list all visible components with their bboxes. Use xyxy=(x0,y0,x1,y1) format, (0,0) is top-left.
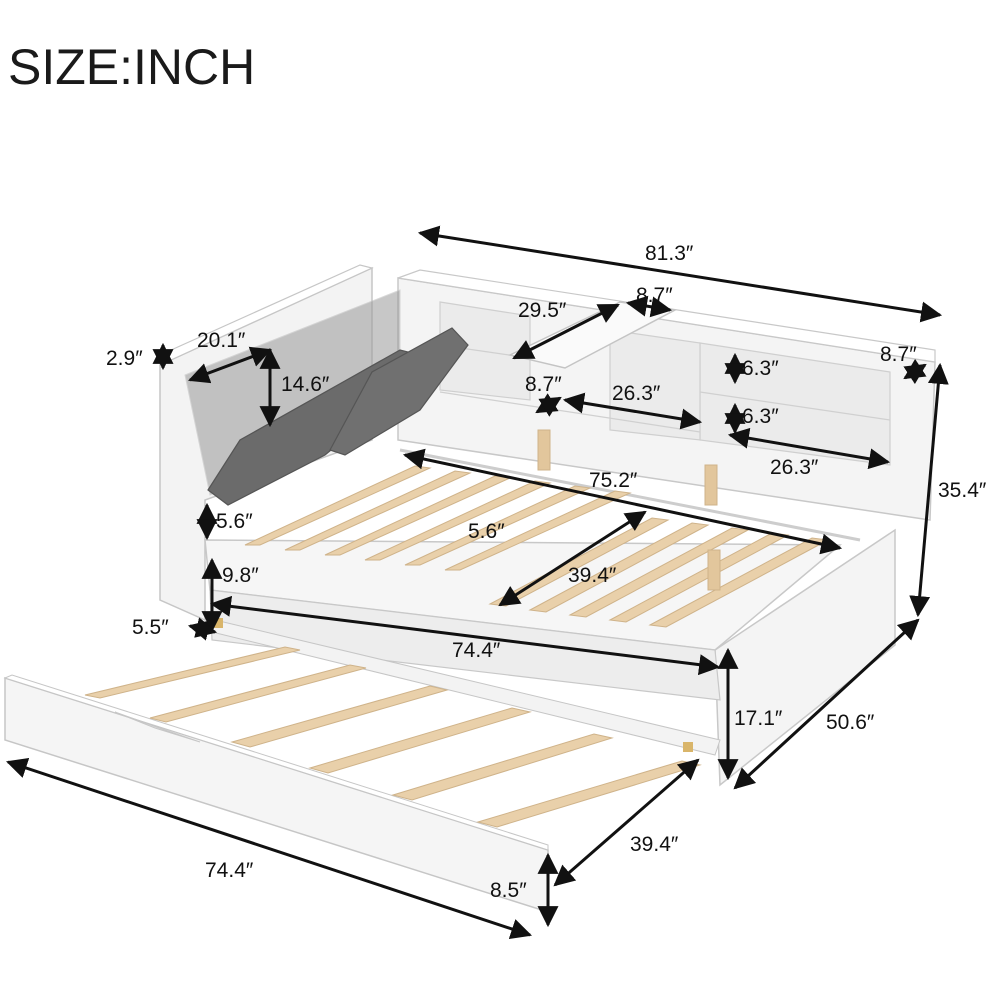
label-shelf-depth-top: 8.7″ xyxy=(636,284,673,307)
dimension-arrow-icon xyxy=(6,225,949,940)
label-mattress-length: 75.2″ xyxy=(589,469,638,492)
label-mattress-width: 39.4″ xyxy=(568,564,617,587)
label-shelf-width: 29.5″ xyxy=(518,299,567,322)
label-shelf-height-2: 6.3″ xyxy=(742,405,779,428)
trundle-front-panel xyxy=(4,676,549,914)
label-rail-to-floor: 9.8″ xyxy=(222,564,259,587)
page-title: SIZE:INCH xyxy=(8,39,256,95)
label-headboard-thickness: 2.9″ xyxy=(106,347,143,370)
trundle-handle-cutout xyxy=(114,711,201,743)
label-storage-width: 20.1″ xyxy=(197,329,246,352)
label-shelf-length-mid: 26.3″ xyxy=(612,382,661,405)
label-trundle-offset: 5.5″ xyxy=(132,616,169,639)
label-shelf-depth-mid: 8.7″ xyxy=(525,373,562,396)
label-slat-gap: 5.6″ xyxy=(468,520,505,543)
label-overall-height: 35.4″ xyxy=(938,479,987,502)
label-side-rail-height: 5.6″ xyxy=(216,510,253,533)
label-trundle-length: 74.4″ xyxy=(205,859,254,882)
cushion-right xyxy=(329,327,469,456)
label-storage-height: 14.6″ xyxy=(281,373,330,396)
label-shelf-height-1: 6.3″ xyxy=(742,357,779,380)
label-end-shelf-depth: 8.7″ xyxy=(880,343,917,366)
label-inner-length: 74.4″ xyxy=(452,639,501,662)
label-trundle-height: 8.5″ xyxy=(490,879,527,902)
label-shelf-length-bottom: 26.3″ xyxy=(770,456,819,479)
label-overall-width: 50.6″ xyxy=(826,711,875,734)
label-trundle-width: 39.4″ xyxy=(630,833,679,856)
label-overall-length: 81.3″ xyxy=(645,242,694,265)
label-bed-height: 17.1″ xyxy=(734,707,783,730)
